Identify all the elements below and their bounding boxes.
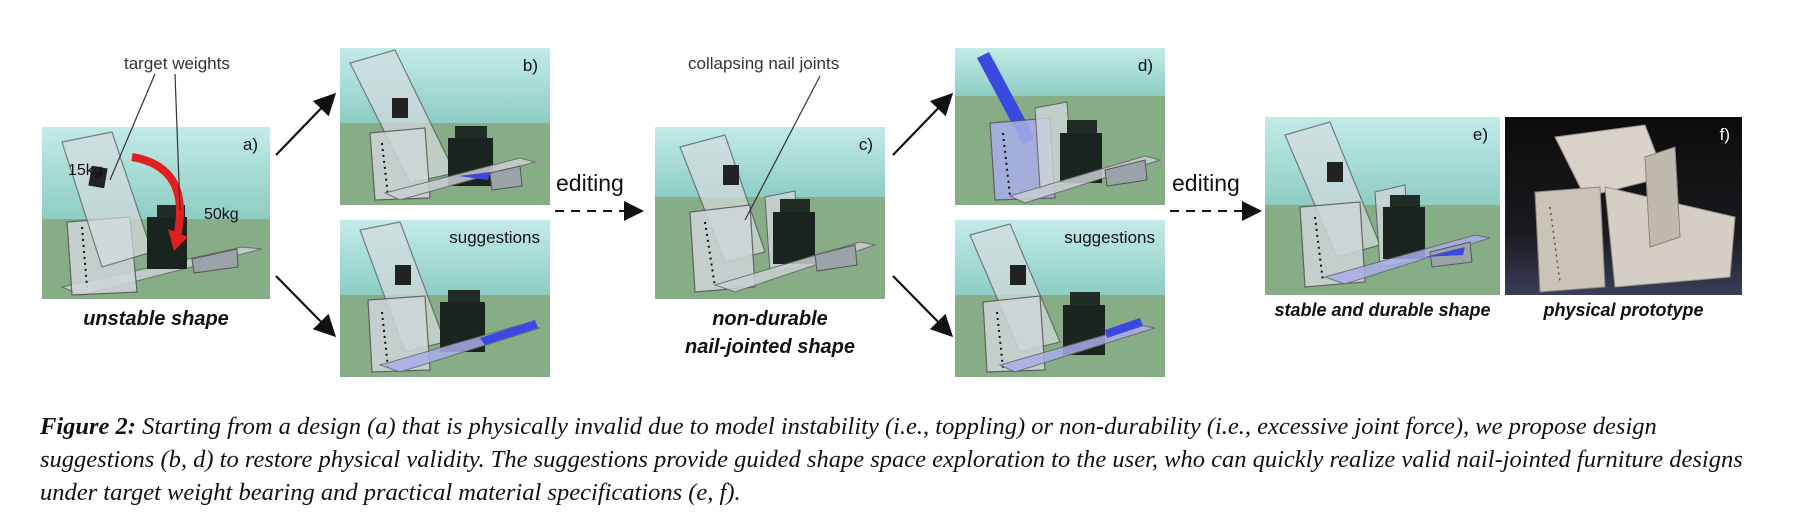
collapsing-joints-annotation: collapsing nail joints [688, 54, 840, 73]
figure-caption: Figure 2: Starting from a design (a) tha… [40, 410, 1760, 509]
panel-c: c) [655, 127, 885, 299]
panel-label-d: d) [1137, 56, 1153, 75]
panel-b: b) [340, 48, 550, 205]
panel-label-a: a) [242, 135, 258, 154]
figure-caption-label: Figure 2: [40, 413, 136, 440]
panel-label-f: f) [1719, 125, 1730, 144]
weight-50-label: 50kg [204, 206, 239, 223]
editing-label-1: editing [556, 170, 624, 196]
editing-label-2: editing [1172, 170, 1240, 196]
figure-caption-text: Starting from a design (a) that is physi… [40, 413, 1743, 506]
panel-d: d) [955, 48, 1165, 205]
target-weights-annotation: target weights [124, 54, 230, 73]
caption-a: unstable shape [83, 308, 229, 330]
suggestions-label-d: suggestions [1064, 228, 1155, 247]
caption-c-line2: nail-jointed shape [684, 336, 856, 358]
panel-label-b: b) [522, 56, 538, 75]
panel-b-suggestion: suggestions [340, 220, 550, 377]
figure: a) 15kg 50kg target weights unstable sha… [42, 48, 1742, 377]
caption-f: physical prototype [1543, 300, 1704, 320]
panel-f: f) [1505, 117, 1742, 295]
caption-e: stable and durable shape [1274, 300, 1491, 320]
panel-e: e) [1265, 117, 1500, 295]
suggestions-label-b: suggestions [449, 228, 540, 247]
flow-arrows [275, 92, 1262, 338]
panel-label-c: c) [858, 135, 873, 154]
panel-d-suggestion: suggestions [955, 220, 1165, 377]
target-weights-leader-lines [109, 73, 181, 211]
panel-label-e: e) [1472, 125, 1488, 144]
prototype-photo [1505, 117, 1742, 295]
caption-c-line1: non-durable [712, 308, 828, 330]
collapsing-joints-leader-line [744, 75, 821, 221]
panel-a: a) [42, 127, 270, 299]
weight-15-label: 15kg [68, 162, 103, 179]
